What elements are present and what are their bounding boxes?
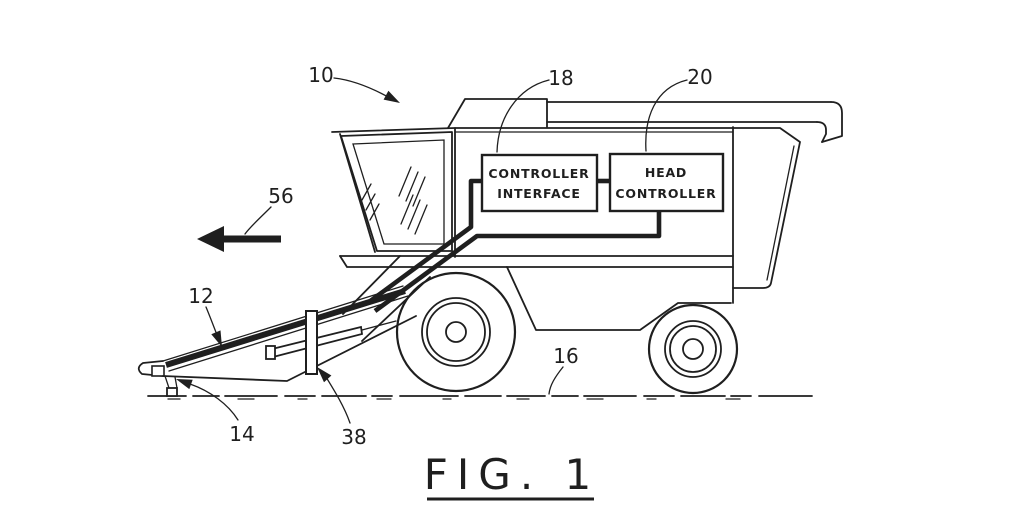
header-assembly bbox=[137, 285, 417, 397]
figure-caption-text: FIG. 1 bbox=[424, 450, 601, 499]
ref-label-12: 12 bbox=[188, 284, 213, 308]
ref-label-10: 10 bbox=[308, 63, 333, 87]
sensor-linkage bbox=[265, 310, 397, 375]
head-controller-label-line1: HEAD bbox=[645, 165, 687, 180]
windshield-hatching bbox=[361, 166, 428, 235]
unloader-auger bbox=[546, 101, 843, 143]
wiring-harness bbox=[367, 178, 662, 313]
ref-label-38: 38 bbox=[341, 425, 366, 449]
travel-direction-arrow-icon bbox=[197, 226, 281, 252]
controller-interface-label-line1: CONTROLLER bbox=[488, 166, 589, 181]
cab bbox=[339, 127, 456, 258]
controller-interface-label-line2: INTERFACE bbox=[497, 186, 581, 201]
ref-label-20: 20 bbox=[687, 65, 712, 89]
ref-label-56: 56 bbox=[268, 184, 293, 208]
ref-label-16: 16 bbox=[553, 344, 578, 368]
front-wheel bbox=[395, 271, 517, 393]
ref-label-14: 14 bbox=[229, 422, 254, 446]
head-controller-box: HEAD CONTROLLER bbox=[608, 152, 725, 213]
height-sensor-skid bbox=[164, 375, 178, 397]
figure-caption: FIG. 1 bbox=[424, 450, 601, 501]
ground-line bbox=[147, 395, 813, 400]
reference-numerals: 10 18 20 56 12 14 38 16 bbox=[188, 63, 712, 449]
ref-label-18: 18 bbox=[548, 66, 573, 90]
rear-wheel bbox=[647, 303, 739, 395]
leader-lines bbox=[176, 77, 688, 424]
combine-body bbox=[331, 98, 843, 331]
controller-interface-box: CONTROLLER INTERFACE bbox=[480, 153, 599, 213]
head-controller-label-line2: CONTROLLER bbox=[615, 186, 716, 201]
